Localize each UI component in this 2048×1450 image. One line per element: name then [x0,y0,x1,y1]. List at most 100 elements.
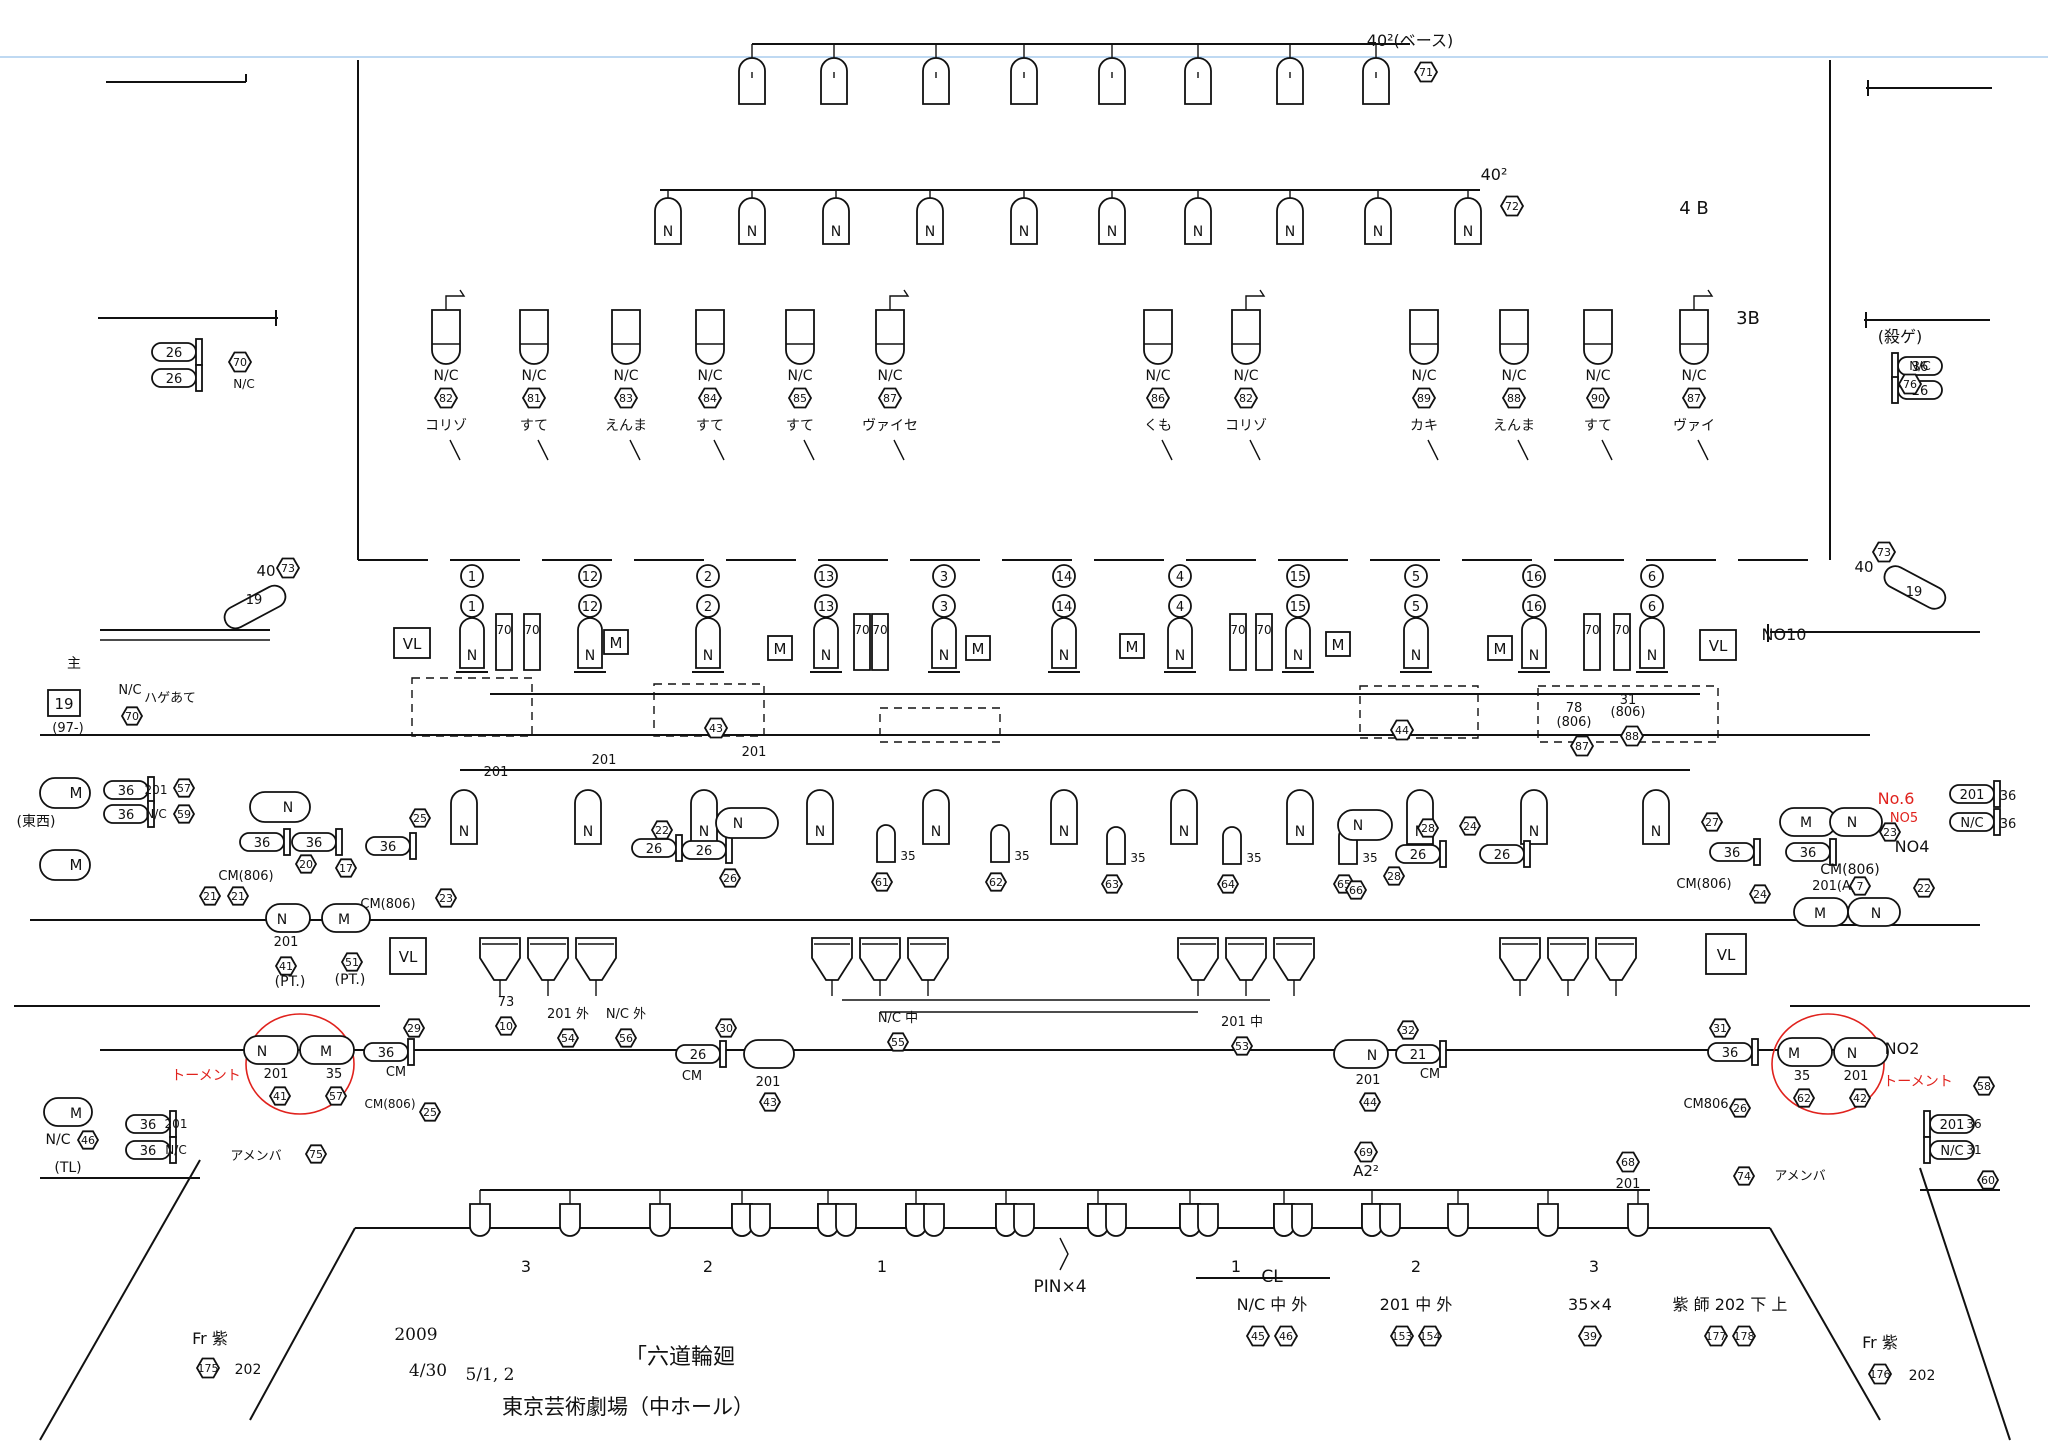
profile-label: N/C [1960,816,1983,831]
wash-label: N/C 外 [606,1007,646,1022]
no10-fixture [1521,617,1547,669]
side-label: (TL) [54,1160,81,1176]
no10-unit: 14 [1056,570,1073,585]
no4-profile-left: 36 [365,832,417,860]
no10-unit-lower-circle [814,594,838,618]
no10-unit-lower-circle [1168,594,1192,618]
no4-right-profile: 36 [1785,838,1837,866]
3b-focus: すて [520,418,548,434]
side-ch-hex [120,706,144,726]
no10-extra-ch: 87 [1575,740,1589,753]
no4-right-ch: 28 [1387,870,1401,883]
legend-channel-hex [1245,1325,1271,1347]
no2-left-fresnel-label: M [320,1044,332,1060]
no4-fixture-label: N [1529,824,1539,840]
no10-unit: 6 [1648,570,1656,585]
no10-unit-lower: 6 [1648,600,1656,615]
wash-fixture [479,937,521,981]
no2-ch: 43 [763,1096,777,1109]
side-label: 19 [1906,585,1923,600]
no2-left-val: 201 [264,1067,289,1082]
no4-right-ch: 28 [1421,822,1435,835]
no4-profile-left: 36 [239,828,291,856]
3b-arrow [713,439,725,461]
3b-channel-hex [1681,387,1707,409]
no10-par-label: 70 [1584,623,1599,637]
top-fixture-label: N [1463,224,1473,240]
pt-fresnel [265,903,311,933]
no4-rside-label: 36 [2000,817,2017,832]
no2-cm: CM [1420,1067,1440,1082]
no10-par-label: 70 [1614,623,1629,637]
wash-channel-hex [1230,1036,1254,1056]
3b-tag: N/C [878,368,903,384]
no10-fixture [1403,617,1429,669]
foh-par [469,1203,491,1237]
no2-left-fresnel [243,1035,299,1065]
no2-ch-hex [758,1092,782,1112]
3b-channel: 88 [1507,392,1521,405]
no10-unit: 2 [704,570,712,585]
3b-tag: N/C [1586,368,1611,384]
side-bottom-profile: 201 [1923,1110,1975,1138]
no10-unit-lower-circle [1286,594,1310,618]
3b-arrow [893,439,905,461]
no4-small-par [876,824,896,863]
no10-fixture [1051,617,1077,669]
foh-ch: 68 [1621,1156,1635,1169]
no4-label: 201 [484,765,509,780]
foh-par-pair [1087,1203,1109,1237]
no4-side-ch-hex [172,804,196,824]
no10-unit-lower: 5 [1412,600,1420,615]
no4-side-fresnel-label: N [1847,815,1857,831]
3b-channel: 83 [619,392,633,405]
no10-m-box [1325,631,1351,657]
legend-channel-hex [1703,1325,1729,1347]
side-label: 40 [256,562,275,580]
no10-dashed-area [1359,685,1479,739]
no10-vl-right [1699,629,1737,661]
no4-fixture-label: N [931,824,941,840]
3b-channel: 87 [883,392,897,405]
top-fixture [1010,57,1038,105]
no4-lower-channel: 62 [989,876,1003,889]
no4-fixture [1286,789,1314,845]
profile-lens [1993,808,2001,836]
no4-right-profile: 36 [1709,838,1761,866]
side-profile: 26 [151,338,203,366]
no4-right-ch-hex [1748,884,1772,904]
foh-par-pair [995,1203,1017,1237]
side-label: 19 [246,593,263,608]
no10-unit-circle [578,564,602,588]
wash-fixture [575,937,617,981]
no10-par [495,613,513,671]
side-bottom-fresnel [43,1097,93,1127]
side-label: 201 [165,1117,188,1131]
corner-label: Fr 紫 [192,1329,228,1348]
no4-right-lower-fresnel [1847,897,1901,927]
foh-par-pair [1105,1203,1127,1237]
top-fixture [1364,197,1392,245]
plot-title: 「六道輪廻 [625,1345,735,1370]
no4-label: 201 [592,753,617,768]
no2-left-note: トーメント [171,1068,240,1084]
no10-unit: 12 [582,570,599,585]
foh-par-pair [1379,1203,1401,1237]
foh-val: 201 [1616,1177,1641,1192]
3b-channel: 82 [1239,392,1253,405]
no2-ch-hex [402,1018,426,1038]
no4-fixture [1050,789,1078,845]
no2-ch-hex [1728,1098,1752,1118]
3b-fixture [1583,309,1613,365]
legend-channel: 154 [1420,1330,1441,1343]
profile-label: 26 [696,844,713,859]
top-fixture [820,57,848,105]
foh-ch-hex [1353,1141,1379,1163]
3b-channel-hex [787,387,813,409]
3b-channel: 87 [1687,392,1701,405]
3b-arrow [537,439,549,461]
no10-par [871,613,889,671]
no4-right-ch: 23 [1883,826,1897,839]
profile-label: 21 [1410,1048,1427,1063]
3b-fixture [611,309,641,365]
